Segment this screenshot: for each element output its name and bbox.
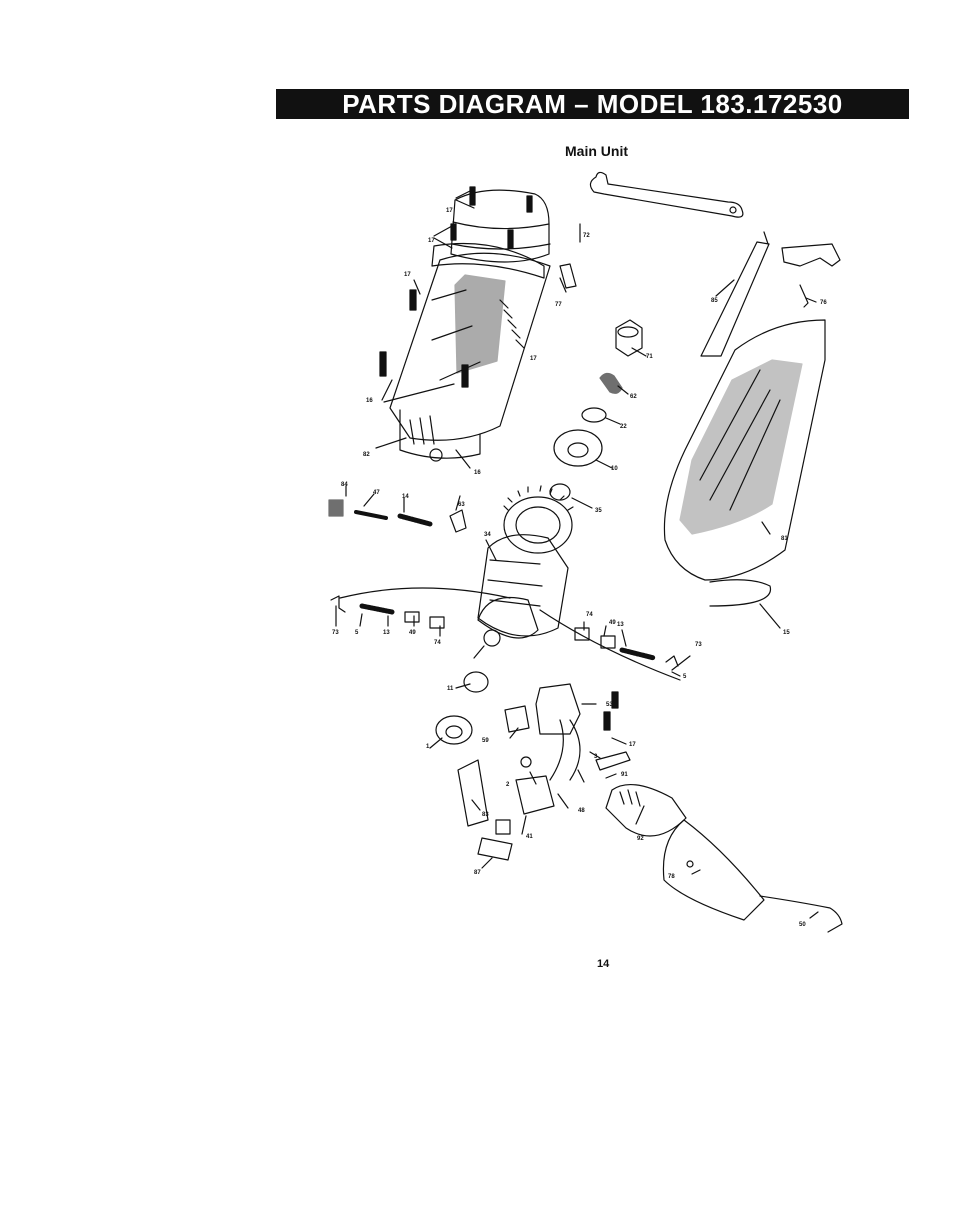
part-label: 17: [404, 272, 411, 278]
part-label: 74: [434, 640, 441, 646]
part-label: 3: [594, 754, 598, 760]
part-label: 63: [458, 502, 465, 508]
part-label: 16: [366, 398, 373, 404]
part-label: 73: [332, 630, 339, 636]
part-label: 74: [586, 612, 593, 618]
part-label: 5: [683, 674, 687, 680]
part-label: 41: [526, 834, 533, 840]
part-label: 84: [341, 482, 348, 488]
part-label: 81: [781, 536, 788, 542]
part-label: 16: [474, 470, 481, 476]
part-label: 35: [595, 508, 602, 514]
part-label: 17: [629, 742, 636, 748]
part-label: 76: [820, 300, 827, 306]
part-label: 17: [530, 356, 537, 362]
diagram-drawing: [328, 171, 843, 933]
part-label: 72: [583, 233, 590, 239]
part-label: 22: [620, 424, 627, 430]
part-label: 82: [363, 452, 370, 458]
callout-labels: 17 17 17 17 72 77 76 85 71 62 22 10 16 1…: [332, 208, 827, 928]
part-label: 5: [355, 630, 359, 636]
part-label: 14: [402, 494, 409, 500]
part-label: 17: [446, 208, 453, 214]
part-label: 48: [578, 808, 585, 814]
part-label: 10: [611, 466, 618, 472]
part-label: 34: [484, 532, 491, 538]
part-label: 73: [695, 642, 702, 648]
part-label: 59: [482, 738, 489, 744]
part-label: 53: [606, 702, 613, 708]
part-label: 62: [630, 394, 637, 400]
page-number: 14: [597, 958, 610, 970]
part-label: 50: [799, 922, 806, 928]
part-label: 49: [609, 620, 616, 626]
part-label: 92: [637, 836, 644, 842]
part-label: 78: [668, 874, 675, 880]
part-label: 71: [646, 354, 653, 360]
part-label: 87: [474, 870, 481, 876]
part-label: 47: [373, 490, 380, 496]
part-label: 15: [783, 630, 790, 636]
part-label: 77: [555, 302, 562, 308]
part-label: 85: [711, 298, 718, 304]
part-label: 2: [506, 782, 510, 788]
part-label: 11: [447, 686, 454, 692]
part-label: 1: [426, 744, 430, 750]
part-label: 49: [409, 630, 416, 636]
part-label: 17: [428, 238, 435, 244]
page-title: PARTS DIAGRAM – MODEL 183.172530: [276, 89, 909, 119]
part-label: 91: [621, 772, 628, 778]
part-label: 13: [383, 630, 390, 636]
section-title: Main Unit: [565, 143, 628, 159]
part-label: 83: [482, 812, 489, 818]
part-label: 13: [617, 622, 624, 628]
